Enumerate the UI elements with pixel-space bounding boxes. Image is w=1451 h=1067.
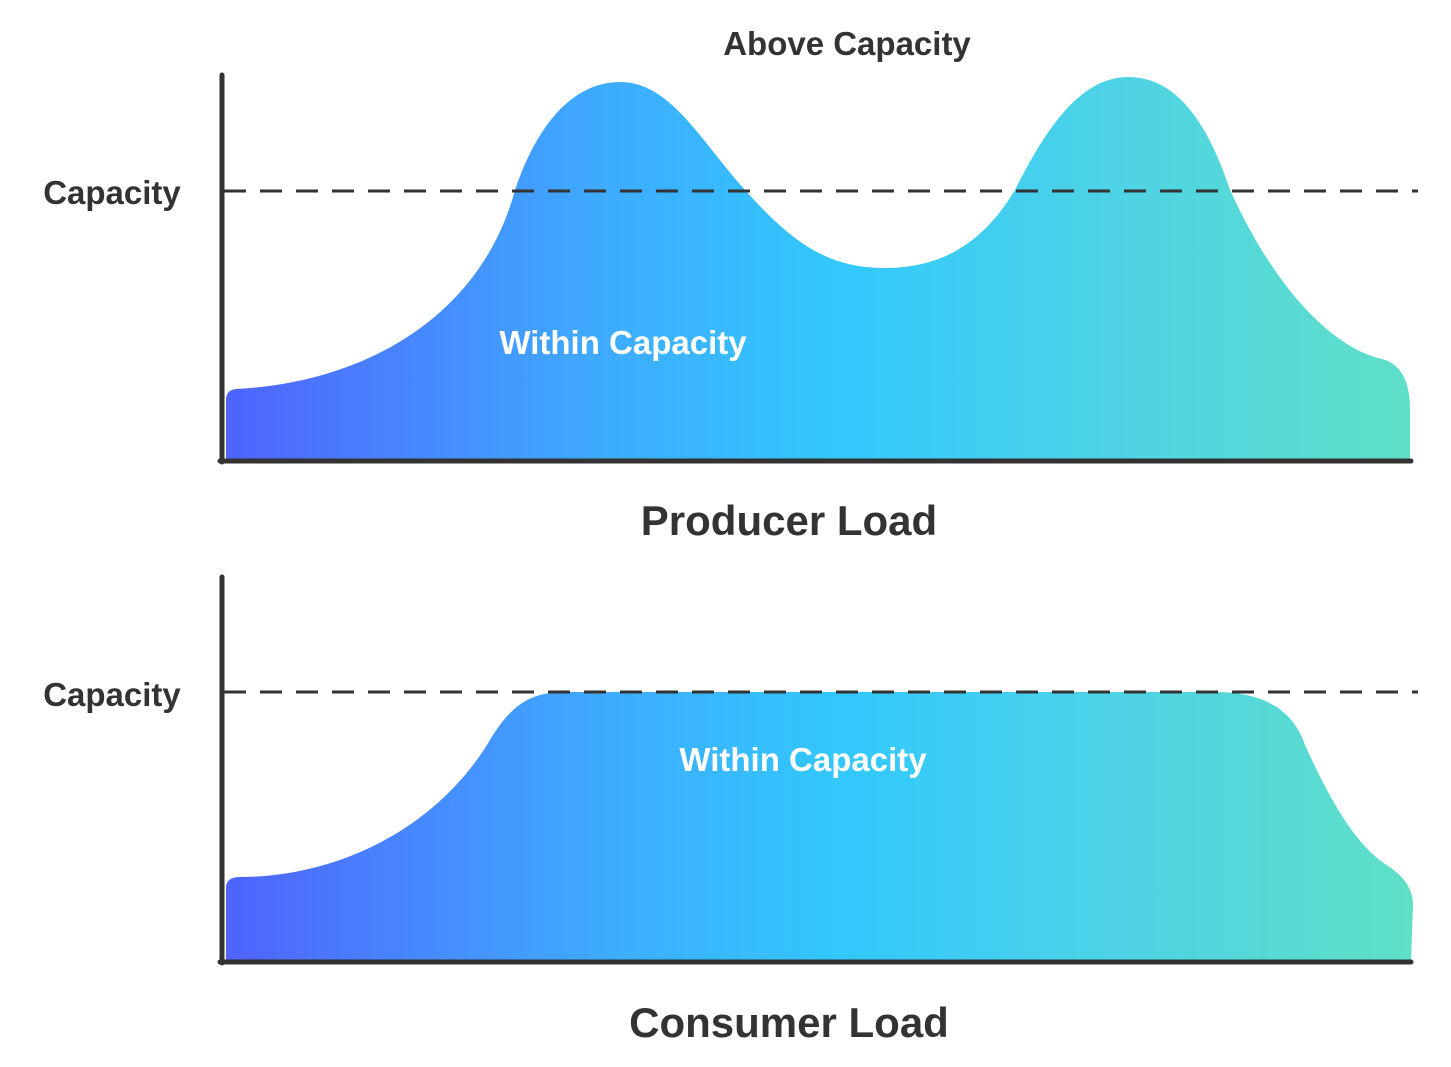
producer-within-capacity-label: Within Capacity — [499, 324, 747, 361]
producer-title: Producer Load — [641, 497, 937, 544]
producer-panel: Above Capacity Capacity Within Capacity … — [43, 25, 1418, 544]
consumer-panel: Capacity Within Capacity Consumer Load — [43, 574, 1418, 1046]
consumer-load-area — [226, 692, 1413, 962]
producer-capacity-label: Capacity — [43, 174, 181, 211]
producer-above-capacity-label: Above Capacity — [723, 25, 971, 62]
consumer-title: Consumer Load — [629, 999, 949, 1046]
producer-load-area — [226, 77, 1410, 460]
consumer-capacity-label: Capacity — [43, 676, 181, 713]
consumer-within-capacity-label: Within Capacity — [679, 741, 927, 778]
